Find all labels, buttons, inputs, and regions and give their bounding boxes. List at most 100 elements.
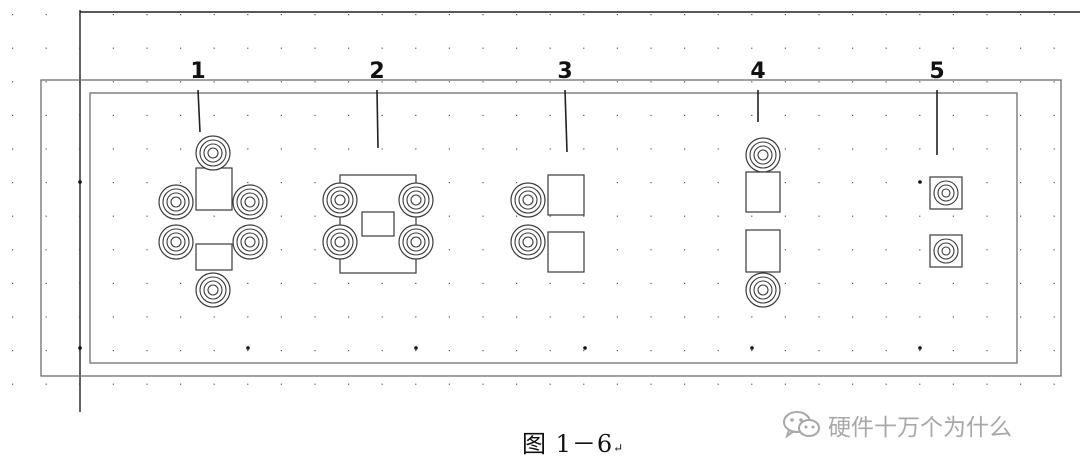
grid-dot xyxy=(415,81,417,83)
grid-dot xyxy=(12,148,14,150)
grid-dot xyxy=(616,282,618,284)
round-pad xyxy=(195,135,231,171)
grid-dot xyxy=(45,114,47,116)
grid-dots xyxy=(12,14,1055,385)
watermark: 硬件十万个为什么 xyxy=(782,408,1012,442)
grid-dot xyxy=(314,114,316,116)
grid-dot xyxy=(516,81,518,83)
grid-dot xyxy=(549,81,551,83)
grid-dot xyxy=(314,81,316,83)
grid-dot xyxy=(1020,350,1022,352)
inner-board-rect xyxy=(89,92,1018,364)
grid-dot xyxy=(885,114,887,116)
grid-dot xyxy=(247,182,249,184)
grid-dot xyxy=(717,14,719,16)
grid-dot xyxy=(314,14,316,16)
grid-dot xyxy=(684,148,686,150)
grid-dot xyxy=(12,215,14,217)
grid-dot xyxy=(650,316,652,318)
grid-dot xyxy=(952,282,954,284)
silk-outline xyxy=(547,231,585,273)
grid-dot xyxy=(1053,282,1055,284)
grid-dot xyxy=(583,350,585,352)
grid-dot xyxy=(12,114,14,116)
grid-dot xyxy=(784,350,786,352)
grid-dot xyxy=(213,350,215,352)
grid-dot xyxy=(583,81,585,83)
grid-dot xyxy=(952,383,954,385)
grid-dot xyxy=(247,47,249,49)
grid-dot xyxy=(616,182,618,184)
grid-dot xyxy=(852,14,854,16)
grid-dot xyxy=(448,47,450,49)
round-pad xyxy=(232,184,268,220)
grid-dot xyxy=(112,14,114,16)
grid-dot xyxy=(986,316,988,318)
grid-dot xyxy=(448,316,450,318)
grid-dot xyxy=(314,282,316,284)
grid-dot xyxy=(45,81,47,83)
grid-dot xyxy=(583,215,585,217)
grid-dot xyxy=(616,316,618,318)
grid-dot xyxy=(885,182,887,184)
grid-dot xyxy=(180,182,182,184)
grid-dot xyxy=(482,114,484,116)
grid-dot xyxy=(280,215,282,217)
grid-dot xyxy=(516,350,518,352)
grid-dot xyxy=(583,383,585,385)
grid-dot xyxy=(213,383,215,385)
grid-dot xyxy=(482,148,484,150)
grid-dot xyxy=(952,14,954,16)
grid-dot xyxy=(852,114,854,116)
grid-dot xyxy=(112,182,114,184)
grid-dot xyxy=(180,47,182,49)
round-pad xyxy=(158,224,194,260)
grid-dot xyxy=(314,47,316,49)
round-pad xyxy=(510,182,546,218)
grid-dot xyxy=(919,14,921,16)
grid-dot xyxy=(684,14,686,16)
grid-dot xyxy=(415,350,417,352)
grid-dot xyxy=(717,383,719,385)
grid-dot xyxy=(146,383,148,385)
grid-dot xyxy=(1020,81,1022,83)
grid-dot xyxy=(549,47,551,49)
grid-dot xyxy=(314,383,316,385)
grid-dot xyxy=(314,350,316,352)
reference-dot xyxy=(414,346,418,350)
grid-dot xyxy=(482,383,484,385)
grid-dot xyxy=(717,215,719,217)
grid-dot xyxy=(482,215,484,217)
round-pad xyxy=(195,272,231,308)
grid-dot xyxy=(45,148,47,150)
grid-dot xyxy=(952,350,954,352)
reference-dot xyxy=(918,180,922,184)
grid-dot xyxy=(784,182,786,184)
grid-dot xyxy=(684,114,686,116)
grid-dot xyxy=(919,350,921,352)
grid-dot xyxy=(885,215,887,217)
grid-dot xyxy=(549,316,551,318)
component-label: 3 xyxy=(557,59,572,84)
grid-dot xyxy=(818,215,820,217)
grid-dot xyxy=(818,14,820,16)
grid-dot xyxy=(112,316,114,318)
grid-dot xyxy=(751,47,753,49)
grid-dot xyxy=(784,148,786,150)
grid-dot xyxy=(852,47,854,49)
grid-dot xyxy=(885,249,887,251)
grid-dot xyxy=(549,148,551,150)
grid-dot xyxy=(482,350,484,352)
grid-dot xyxy=(180,316,182,318)
grid-dot xyxy=(516,383,518,385)
grid-dot xyxy=(717,114,719,116)
grid-dot xyxy=(482,81,484,83)
grid-dot xyxy=(516,182,518,184)
round-pad xyxy=(232,224,268,260)
grid-dot xyxy=(1020,282,1022,284)
grid-dot xyxy=(1020,249,1022,251)
grid-dot xyxy=(751,350,753,352)
grid-dot xyxy=(616,47,618,49)
grid-dot xyxy=(684,215,686,217)
